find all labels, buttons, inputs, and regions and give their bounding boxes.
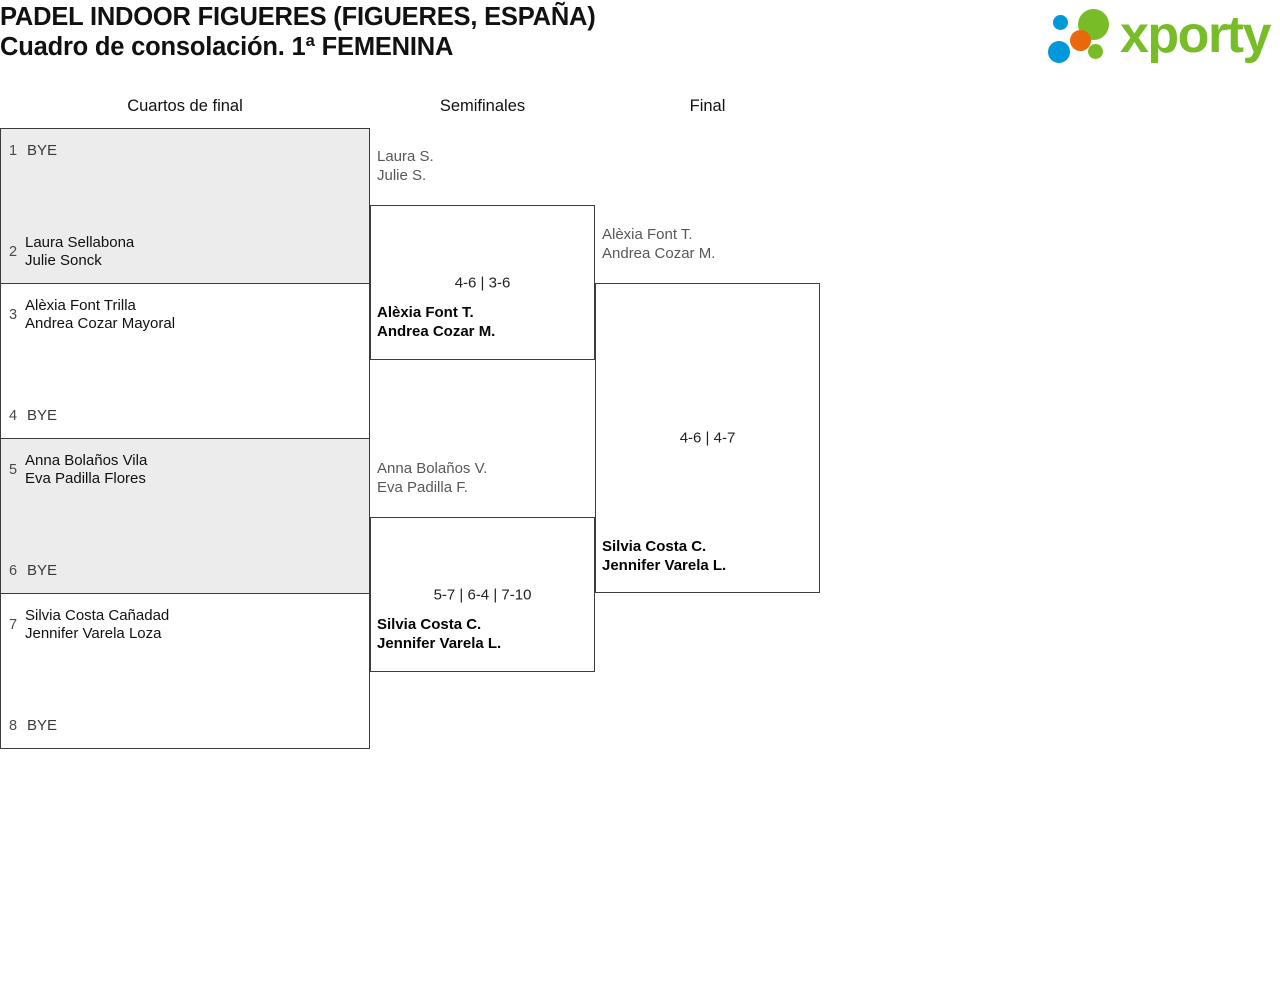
team-names: Silvia Costa Cañadad Jennifer Varela Loz… (25, 607, 170, 642)
quarterfinal-match-3[interactable]: 5 Anna Bolaños Vila Eva Padilla Flores 6… (0, 438, 370, 594)
team-names: BYE (27, 717, 58, 734)
logo-wordmark: xporty (1120, 6, 1271, 64)
logo-dots-icon (1048, 8, 1126, 66)
bracket-entry[interactable]: 7 Silvia Costa Cañadad Jennifer Varela L… (1, 607, 369, 643)
tournament-name: PADEL INDOOR FIGUERES (FIGUERES, ESPAÑA) (0, 3, 596, 31)
logo-dot-blue-large (1048, 41, 1070, 63)
bracket-entry[interactable]: 6 BYE (1, 562, 369, 580)
round-header-quarterfinals: Cuartos de final (127, 97, 243, 115)
seed-number: 2 (8, 243, 18, 260)
round-header-final: Final (689, 97, 726, 115)
team-names: BYE (27, 407, 58, 424)
seed-number: 5 (8, 461, 18, 478)
bracket-entry[interactable]: 1 BYE (1, 142, 369, 160)
seed-number: 3 (8, 306, 18, 323)
seed-number: 4 (8, 407, 18, 424)
quarterfinal-match-1[interactable]: 1 BYE 2 Laura Sellabona Julie Sonck (0, 128, 370, 284)
bracket-entry[interactable]: 5 Anna Bolaños Vila Eva Padilla Flores (1, 452, 369, 488)
logo-dot-blue-small (1053, 15, 1068, 30)
team-names: BYE (27, 562, 58, 579)
match-score: 4-6 | 4-7 (679, 429, 736, 447)
semifinal-match-2[interactable]: 5-7 | 6-4 | 7-10 (370, 517, 595, 672)
seed-number: 8 (8, 717, 18, 734)
match-score: 5-7 | 6-4 | 7-10 (433, 586, 532, 603)
draw-subtitle: Cuadro de consolación. 1ª FEMENINA (0, 33, 454, 61)
page-title: PADEL INDOOR FIGUERES (FIGUERES, ESPAÑA)… (0, 2, 900, 62)
final-match[interactable]: 4-6 | 4-7 (595, 283, 820, 593)
bracket-entry[interactable]: 8 BYE (1, 717, 369, 735)
seed-number: 1 (8, 142, 18, 159)
team-names: Anna Bolaños Vila Eva Padilla Flores (25, 452, 148, 487)
quarterfinal-match-2[interactable]: 3 Alèxia Font Trilla Andrea Cozar Mayora… (0, 283, 370, 439)
semifinal-1-top-team: Laura S. Julie S. (377, 148, 434, 184)
bracket-entry[interactable]: 2 Laura Sellabona Julie Sonck (1, 234, 369, 270)
match-score: 4-6 | 3-6 (454, 274, 511, 291)
semifinal-2-top-team: Anna Bolaños V. Eva Padilla F. (377, 460, 488, 496)
logo-dot-orange (1070, 30, 1091, 51)
final-bottom-team: Silvia Costa C. Jennifer Varela L. (602, 538, 727, 574)
semifinal-match-1[interactable]: 4-6 | 3-6 (370, 205, 595, 360)
bracket-entry[interactable]: 3 Alèxia Font Trilla Andrea Cozar Mayora… (1, 297, 369, 333)
final-top-team: Alèxia Font T. Andrea Cozar M. (602, 226, 716, 262)
semifinal-2-bottom-team: Silvia Costa C. Jennifer Varela L. (377, 616, 502, 652)
bracket-entry[interactable]: 4 BYE (1, 407, 369, 425)
team-names: Laura Sellabona Julie Sonck (25, 234, 135, 269)
quarterfinal-match-4[interactable]: 7 Silvia Costa Cañadad Jennifer Varela L… (0, 593, 370, 749)
page-header: PADEL INDOOR FIGUERES (FIGUERES, ESPAÑA)… (0, 0, 1280, 80)
seed-number: 7 (8, 616, 18, 633)
team-names: BYE (27, 142, 58, 159)
seed-number: 6 (8, 562, 18, 579)
xporty-logo[interactable]: xporty (1048, 6, 1274, 68)
logo-dot-green-small (1088, 44, 1103, 59)
round-header-semifinals: Semifinales (439, 97, 526, 115)
team-names: Alèxia Font Trilla Andrea Cozar Mayoral (25, 297, 176, 332)
semifinal-1-bottom-team: Alèxia Font T. Andrea Cozar M. (377, 304, 496, 340)
